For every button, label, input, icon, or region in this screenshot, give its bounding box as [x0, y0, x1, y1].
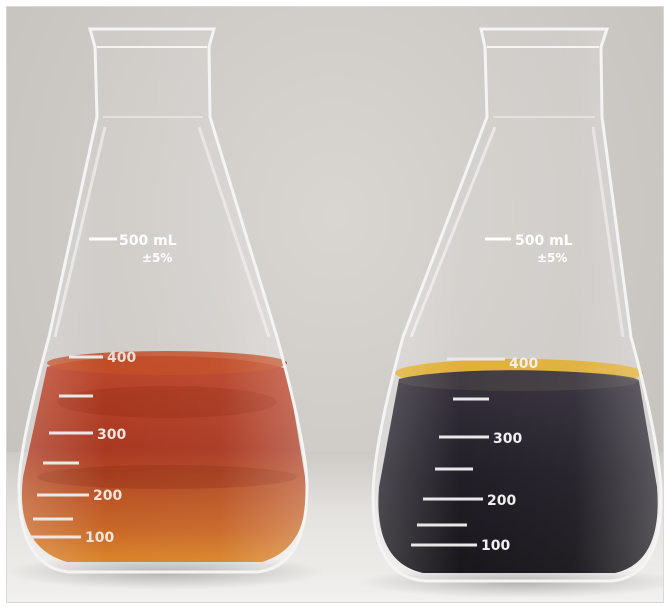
- right-mark-200: 200: [487, 493, 516, 509]
- left-mark-200: 200: [93, 488, 122, 504]
- right-flask-glass: [371, 27, 663, 583]
- left-mark-300: 300: [97, 427, 126, 443]
- right-tolerance-label: ±5%: [537, 251, 567, 265]
- left-mark-100: 100: [85, 530, 114, 546]
- left-flask: 500 mL ±5% 400 300 200 100: [7, 27, 325, 590]
- photo-scene: 500 mL ±5% 400 300 200 100: [6, 6, 664, 603]
- left-flask-glass: [17, 27, 309, 574]
- left-mark-400: 400: [107, 350, 136, 366]
- right-mark-300: 300: [493, 431, 522, 447]
- left-tolerance-label: ±5%: [142, 251, 172, 265]
- flasks-illustration: 500 mL ±5% 400 300 200 100: [7, 27, 663, 598]
- right-mark-400: 400: [509, 356, 538, 372]
- left-capacity-label: 500 mL: [119, 233, 177, 249]
- right-flask: 500 mL ±5% 400 300 200 100: [359, 27, 663, 598]
- right-mark-100: 100: [481, 538, 510, 554]
- right-capacity-label: 500 mL: [515, 233, 573, 249]
